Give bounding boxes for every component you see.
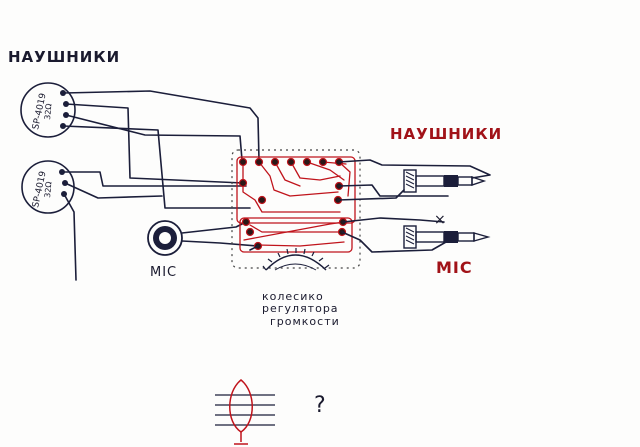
speaker-bottom-ohm: 32Ω	[43, 181, 53, 198]
wheel-label-line2: регулятора	[262, 302, 339, 315]
question-mark: ?	[314, 393, 326, 418]
jack-wires	[249, 159, 491, 253]
mic-jack: ×	[403, 212, 491, 249]
mic-label-left: MIC	[150, 265, 177, 280]
speaker-top-ohm: 32Ω	[43, 103, 53, 120]
headphone-jack	[403, 169, 487, 193]
wheel-label-line3: громкости	[270, 315, 340, 328]
headphones-label-right: НАУШНИКИ	[390, 125, 502, 143]
speaker-top: SP-4019 32Ω	[20, 82, 76, 138]
headphones-label-left: НАУШНИКИ	[8, 48, 120, 66]
speaker-bottom: SP-4019 32Ω	[21, 160, 75, 214]
volume-wheel	[262, 248, 330, 271]
board-pads	[238, 157, 348, 251]
mic-label-right: MIC	[436, 258, 473, 277]
wheel-label-line1: колесико	[262, 290, 324, 303]
red-traces	[236, 156, 356, 253]
leaf-doodle	[215, 379, 275, 445]
jack-cross-mark: ×	[434, 212, 446, 228]
black-wires	[61, 90, 260, 281]
microphone-left	[147, 220, 183, 256]
